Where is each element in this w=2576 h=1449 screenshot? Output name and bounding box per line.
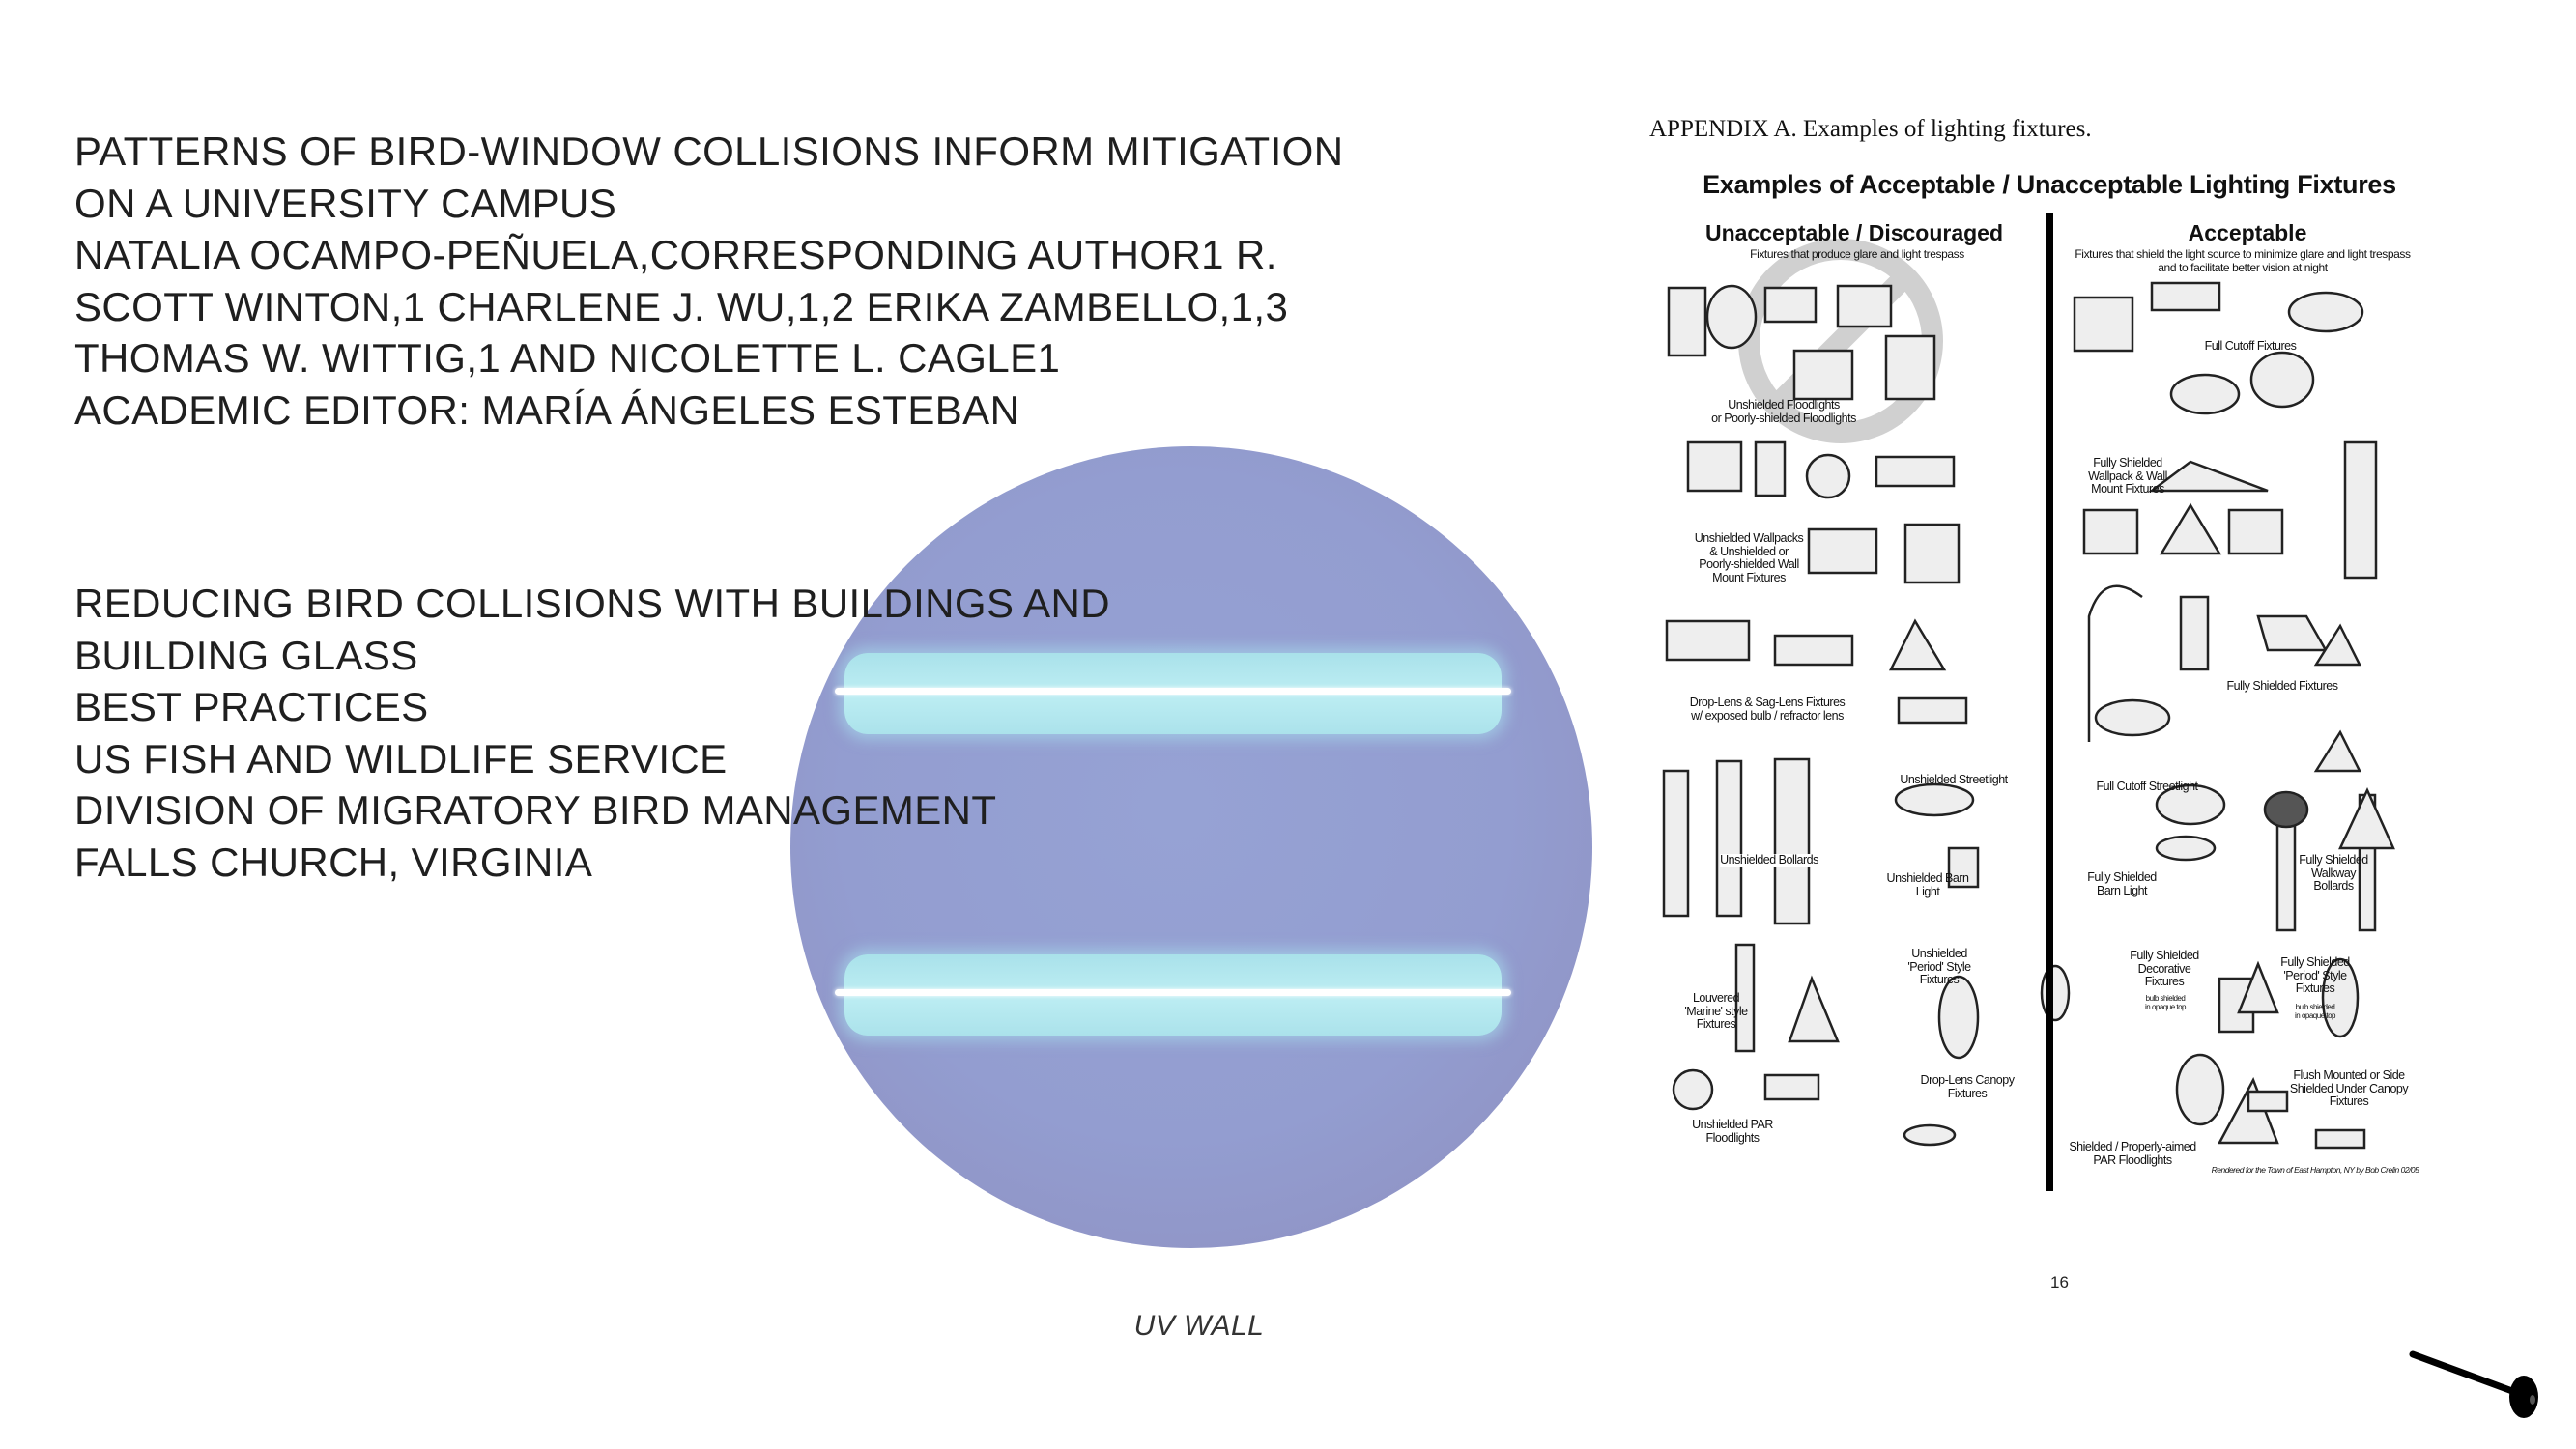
unacceptable-heading: Unacceptable / Discouraged [1704, 220, 2004, 245]
paper-citation-text: PATTERNS OF BIRD-WINDOW COLLISIONS INFOR… [74, 126, 1343, 436]
text-line: THOMAS W. WITTIG,1 AND NICOLETTE L. CAGL… [74, 335, 1061, 381]
label-line: Barn Light [2097, 883, 2147, 897]
label-line: in opaque top [2295, 1011, 2336, 1020]
label-line: Unshielded PAR [1692, 1118, 1773, 1131]
label-line: Flush Mounted or Side [2293, 1068, 2405, 1082]
label-line: Bollards [2313, 879, 2354, 893]
acceptable-subheading: and to facilitate better vision at night [2158, 261, 2328, 274]
label-line: Light [1915, 884, 1940, 898]
text-line: REDUCING BIRD COLLISIONS WITH BUILDINGS … [74, 581, 1111, 626]
acceptable-subheading: Fixtures that shield the light source to… [2075, 247, 2411, 261]
fixture-label: Unshielded Bollards [1720, 853, 1818, 867]
label-line: 'Period' Style [1907, 959, 1971, 974]
figure-credit: Rendered for the Town of East Hampton, N… [2211, 1165, 2419, 1175]
unacceptable-subheading: Fixtures that produce glare and light tr… [1750, 247, 1964, 261]
label-line: Fixtures [2329, 1094, 2369, 1108]
label-line: Poorly-shielded Wall [1699, 557, 1799, 571]
acceptable-heading: Acceptable [2188, 220, 2307, 245]
fixture-label: Fully Shielded Fixtures [2226, 679, 2338, 693]
label-line: 'Marine' style [1684, 1004, 1748, 1018]
text-line: FALLS CHURCH, VIRGINIA [74, 838, 593, 885]
text-line: ACADEMIC EDITOR: MARÍA ÁNGELES ESTEBAN [74, 386, 1020, 433]
column-divider [2046, 213, 2053, 1191]
label-line: & Unshielded or [1709, 544, 1789, 558]
uv-tube-light [835, 954, 1511, 1036]
label-line: Decorative [2137, 961, 2191, 976]
label-line: Louvered [1692, 991, 1740, 1005]
text-line: BUILDING GLASS [74, 632, 418, 678]
fixture-label: Full Cutoff Fixtures [2204, 339, 2297, 353]
label-line: Fixtures [1947, 1086, 1988, 1100]
label-line: Shielded Under Canopy [2289, 1081, 2409, 1095]
label-line: PAR Floodlights [2093, 1152, 2172, 1167]
label-line: Mount Fixtures [2091, 482, 2164, 496]
image-caption: UV WALL [1133, 1310, 1265, 1342]
fixture-illustrations [1662, 239, 2395, 1150]
label-line: Wallpack & Wall [2088, 469, 2167, 483]
text-line: NATALIA OCAMPO-PEÑUELA,CORRESPONDING AUT… [74, 232, 1277, 277]
label-line: Drop-Lens & Sag-Lens Fixtures [1689, 696, 1846, 709]
text-line: PATTERNS OF BIRD-WINDOW COLLISIONS INFOR… [74, 128, 1344, 174]
reference-text: REDUCING BIRD COLLISIONS WITH BUILDINGS … [74, 578, 1110, 888]
label-line: 'Period' Style [2283, 968, 2347, 982]
text-line: US FISH AND WILDLIFE SERVICE [74, 735, 728, 781]
label-line: Unshielded Wallpacks [1694, 531, 1804, 545]
label-line: Fully Shielded [2130, 949, 2199, 962]
figure-title: Examples of Acceptable / Unacceptable Li… [1703, 170, 2396, 199]
label-line: in opaque top [2145, 1003, 2187, 1011]
appendix-caption: APPENDIX A. Examples of lighting fixture… [1649, 116, 2092, 142]
label-line: Fixtures [1696, 1017, 1736, 1031]
label-line: bulb shielded [2295, 1003, 2335, 1011]
label-line: w/ exposed bulb / refractor lens [1691, 708, 1844, 723]
label-line: bulb shielded [2145, 994, 2186, 1003]
label-line: Shielded / Properly-aimed [2069, 1140, 2196, 1153]
fixture-label: Full Cutoff Streetlight [2096, 780, 2199, 793]
label-line: Fully Shielded [2093, 456, 2162, 469]
label-line: Fixtures [2295, 981, 2335, 995]
label-line: Floodlights [1705, 1130, 1760, 1145]
lighting-fixtures-figure: APPENDIX A. Examples of lighting fixture… [1649, 114, 2442, 1191]
label-line: Fixtures [2144, 975, 2185, 988]
page-number: 16 [2050, 1273, 2069, 1292]
label-line: Walkway [2310, 866, 2357, 880]
label-line: Drop-Lens Canopy [1920, 1073, 2015, 1087]
uv-tube-light [835, 653, 1511, 734]
text-line: ON A UNIVERSITY CAMPUS [74, 180, 617, 226]
label-line: Unshielded Floodlights [1728, 398, 1840, 412]
label-line: Unshielded Barn [1886, 871, 1969, 885]
text-line: DIVISION OF MIGRATORY BIRD MANAGEMENT [74, 787, 997, 833]
label-line: Fixtures [1919, 973, 1960, 986]
fixture-label: Unshielded Streetlight [1900, 773, 2008, 786]
label-line: Fully Shielded [2299, 853, 2368, 867]
label-line: Mount Fixtures [1712, 570, 1786, 584]
label-line: Fully Shielded [2087, 870, 2157, 884]
text-line: BEST PRACTICES [74, 684, 429, 729]
label-line: or Poorly-shielded Floodlights [1711, 411, 1856, 425]
uv-wall-image [790, 446, 1592, 1248]
text-line: SCOTT WINTON,1 CHARLENE J. WU,1,2 ERIKA … [74, 283, 1289, 329]
label-line: Unshielded [1911, 947, 1967, 960]
label-line: Fully Shielded [2280, 955, 2350, 969]
